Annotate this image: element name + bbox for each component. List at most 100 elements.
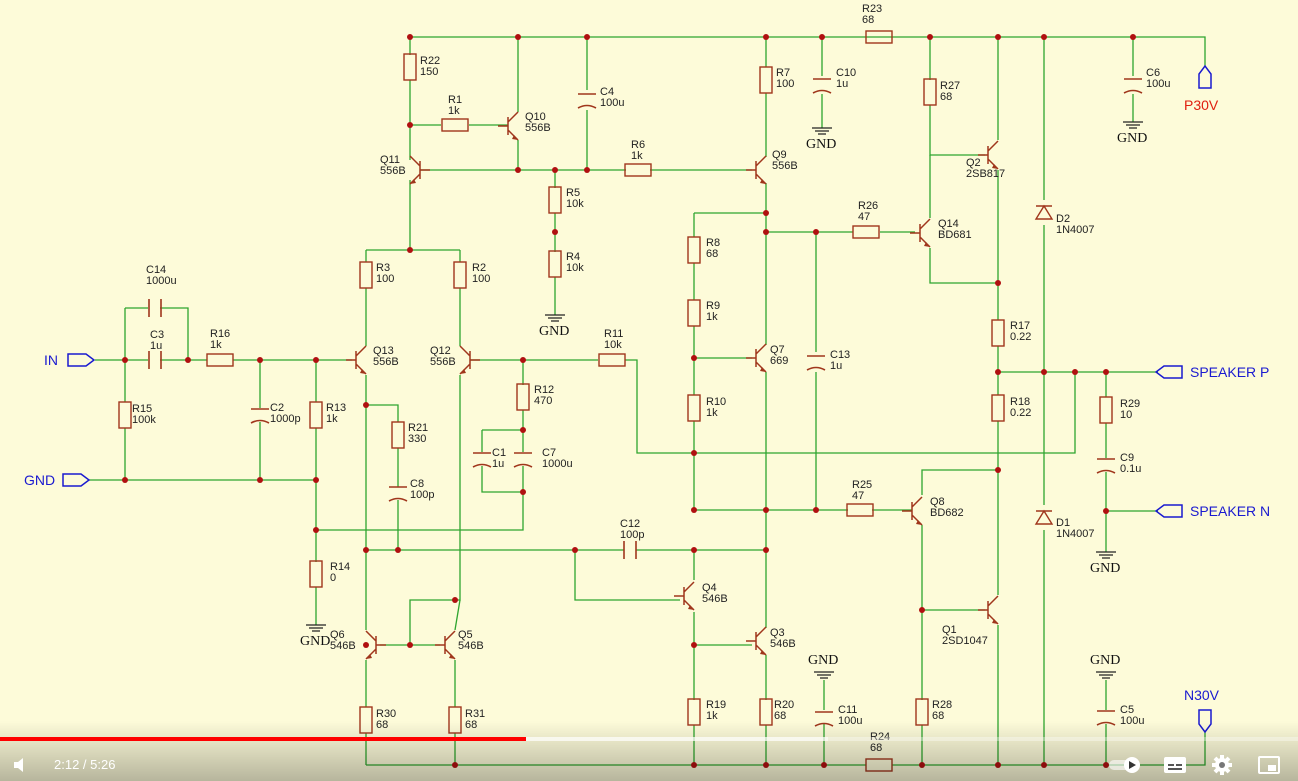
settings-button[interactable] <box>1211 754 1233 781</box>
captions-button[interactable] <box>1163 755 1187 780</box>
emitter-arrow-icon <box>760 367 766 372</box>
component-ref: R16 <box>210 328 230 340</box>
component-value: BD682 <box>930 507 964 519</box>
port-p30v[interactable]: P30V <box>1184 64 1219 113</box>
component-c9[interactable]: C90.1u <box>1096 452 1141 475</box>
component-value: 68 <box>862 14 874 26</box>
component-c5[interactable]: C5100u <box>1096 704 1144 727</box>
port-n30v[interactable]: N30V <box>1184 687 1220 734</box>
transistor-symbol <box>910 218 931 248</box>
port-shape <box>67 353 96 367</box>
resistor-symbol <box>359 261 373 289</box>
component-value: 546B <box>702 593 728 605</box>
port-gndin[interactable]: GND <box>24 472 91 488</box>
progress-bar[interactable] <box>0 737 1298 741</box>
component-c11[interactable]: C11100u <box>814 704 862 727</box>
component-value: 1u <box>836 78 848 90</box>
component-ref: R22 <box>420 55 440 67</box>
resistor-symbol <box>923 78 937 106</box>
component-r30[interactable]: R3068 <box>359 706 396 734</box>
junction-dot <box>763 34 769 40</box>
component-ref: Q1 <box>942 624 957 636</box>
component-ref: R11 <box>604 328 623 340</box>
port-shape <box>1198 709 1212 734</box>
ground-symbol: GND <box>300 624 330 649</box>
port-spkp[interactable]: SPEAKER P <box>1154 364 1269 380</box>
port-in[interactable]: IN <box>44 352 96 368</box>
component-value: 1k <box>631 150 643 162</box>
resistor-symbol <box>309 401 323 429</box>
component-ref: R26 <box>858 200 878 212</box>
junction-dot <box>520 489 526 495</box>
emitter-arrow-icon <box>916 520 922 525</box>
component-ref: R29 <box>1120 398 1140 410</box>
capacitor-symbol <box>1096 710 1116 726</box>
volume-button[interactable] <box>12 756 32 779</box>
resistor-symbol <box>624 163 652 177</box>
component-r31[interactable]: R3168 <box>448 706 485 734</box>
autoplay-toggle[interactable] <box>1108 756 1144 779</box>
wire <box>929 248 998 284</box>
component-ref: Q7 <box>770 344 785 356</box>
port-spkn[interactable]: SPEAKER N <box>1154 503 1270 519</box>
miniplayer-button[interactable] <box>1257 755 1281 780</box>
component-value: 150 <box>420 66 438 78</box>
component-r24[interactable]: R2468 <box>865 731 893 772</box>
